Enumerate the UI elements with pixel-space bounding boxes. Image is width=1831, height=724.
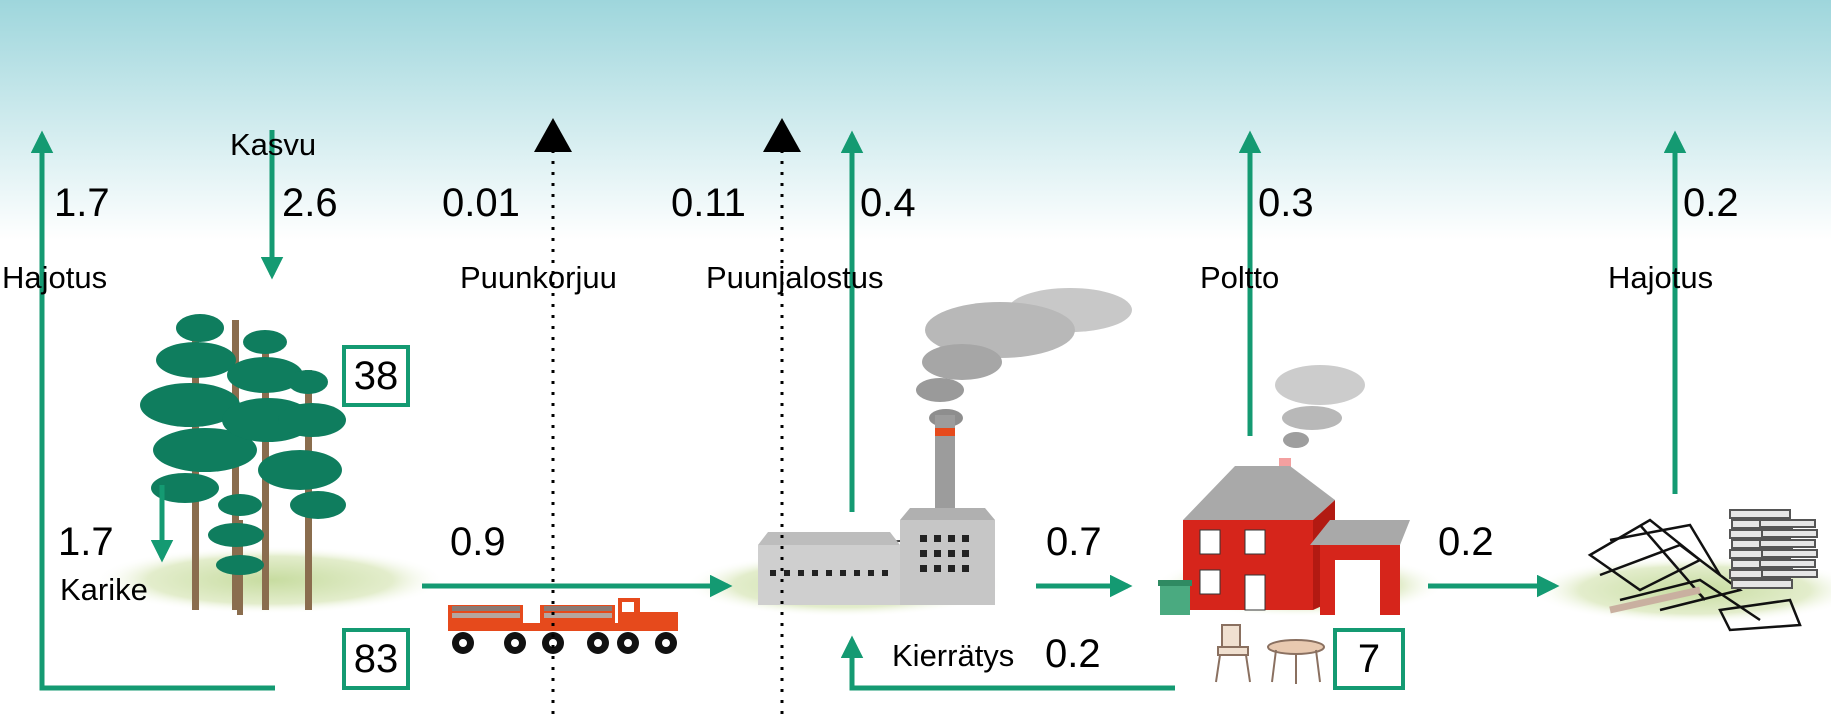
flow-value-forest-to-factory: 0.9: [450, 520, 506, 564]
label-karike: Karike: [60, 572, 148, 607]
stock-box-products: 7: [1333, 628, 1405, 690]
label-poltto: Poltto: [1200, 260, 1280, 295]
sky-background: [0, 0, 1831, 240]
forest-ground: [95, 546, 445, 614]
factory: [758, 288, 1132, 605]
flow-value-hajotus-left: 1.7: [54, 181, 110, 225]
flow-value-karike: 1.7: [58, 520, 114, 564]
flow-value-puunkorjuu-emission: 0.01: [442, 181, 520, 225]
flow-value-kierratys: 0.2: [1045, 632, 1101, 676]
label-kasvu: Kasvu: [230, 127, 317, 162]
forest-trees: [140, 314, 346, 615]
flow-value-kasvu: 2.6: [282, 181, 338, 225]
house: [1158, 365, 1410, 684]
label-puunjalostus: Puunjalostus: [706, 260, 884, 295]
flow-arrows: [30, 130, 1687, 691]
label-puunkorjuu: Puunkorjuu: [460, 260, 617, 295]
boundary-lines: [534, 118, 801, 720]
flow-value-poltto-emission: 0.3: [1258, 181, 1314, 225]
flow-value-hajotus-right: 0.2: [1683, 181, 1739, 225]
label-kierratys: Kierrätys: [892, 638, 1015, 673]
label-hajotus-right: Hajotus: [1608, 260, 1714, 295]
flow-value-factory-emission: 0.4: [860, 181, 916, 225]
flow-value-house-to-waste: 0.2: [1438, 520, 1494, 564]
stock-box-soil: 83: [342, 628, 410, 690]
flow-value-factory-to-house: 0.7: [1046, 520, 1102, 564]
waste-pile: [1587, 509, 1818, 632]
stock-box-trees: 38: [342, 345, 410, 407]
timber-truck: [448, 598, 678, 654]
flow-value-puunjalostus-emission: 0.11: [671, 181, 746, 225]
label-hajotus-left: Hajotus: [2, 260, 108, 295]
